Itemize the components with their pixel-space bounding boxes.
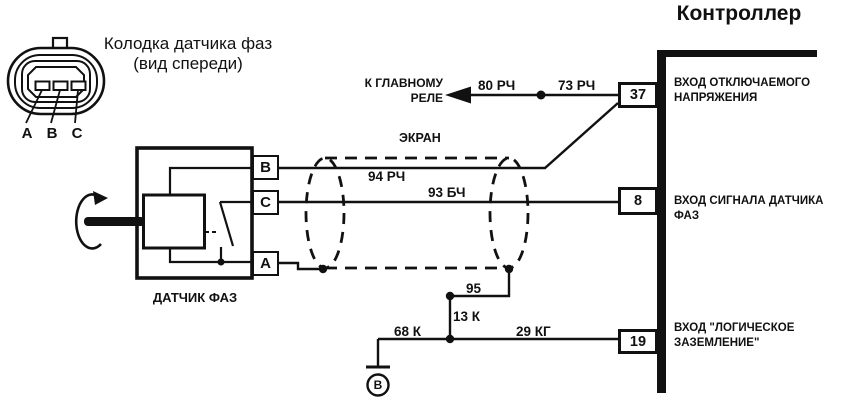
arrow-left-icon bbox=[445, 86, 471, 104]
junction-dot bbox=[445, 334, 455, 344]
splice-dot bbox=[536, 90, 546, 100]
sensor-drawing bbox=[74, 146, 254, 280]
ground-letter: B bbox=[373, 378, 383, 392]
rotation-arrowhead-icon bbox=[93, 191, 108, 205]
connector-label-b: B bbox=[46, 125, 58, 142]
pin-37-label: ВХОД ОТКЛЮЧАЕМОГО НАПРЯЖЕНИЯ bbox=[674, 77, 811, 104]
wire-label-94rch: 94 РЧ bbox=[368, 169, 406, 184]
wire-label-93bch: 93 БЧ bbox=[428, 185, 466, 200]
connector-title-line1: Колодка датчика фаз bbox=[103, 34, 273, 53]
controller-title: Контроллер bbox=[676, 2, 802, 25]
connector-title-line2: (вид спереди) bbox=[133, 54, 243, 73]
junction-dot bbox=[445, 291, 455, 301]
rotation-arrow-icon bbox=[74, 193, 102, 250]
shield-label: ЭКРАН bbox=[399, 131, 441, 145]
wire-a-to-shield bbox=[278, 261, 323, 271]
connector-pin-a bbox=[34, 80, 51, 91]
sensor-terminal-b: B bbox=[252, 155, 279, 180]
controller-pin-19: 19 bbox=[618, 329, 658, 354]
connector-label-c: C bbox=[71, 125, 83, 142]
wire-label-29kg: 29 КГ bbox=[516, 324, 551, 339]
wire-label-13k: 13 К bbox=[453, 309, 481, 324]
wire-label-80rch: 80 РЧ bbox=[478, 78, 516, 93]
switch-blade bbox=[218, 201, 235, 247]
wire-label-68k: 68 К bbox=[394, 324, 422, 339]
ground-net bbox=[366, 269, 618, 397]
controller-outline bbox=[657, 50, 817, 393]
wire-label-95: 95 bbox=[466, 281, 482, 296]
wire-label-73rch: 73 РЧ bbox=[558, 78, 596, 93]
sensor-label: ДАТЧИК ФАЗ bbox=[152, 290, 238, 305]
shield-ellipse-left bbox=[304, 156, 346, 270]
ground-point-icon bbox=[366, 373, 390, 397]
sensor-shaft bbox=[84, 217, 145, 226]
junction-dot bbox=[318, 264, 328, 274]
controller-pin-37: 37 bbox=[618, 82, 658, 108]
connector-pin-c bbox=[70, 80, 87, 91]
connector-label-a: A bbox=[21, 125, 33, 142]
shield-ellipse-right bbox=[488, 156, 530, 270]
controller-pin-8: 8 bbox=[618, 187, 658, 215]
sensor-terminal-a: A bbox=[252, 251, 279, 276]
sensor-rotor bbox=[142, 193, 206, 250]
pin-8-label: ВХОД СИГНАЛА ДАТЧИКА ФАЗ bbox=[674, 195, 824, 222]
shield-screen bbox=[304, 156, 530, 274]
sensor-terminal-c: C bbox=[252, 190, 279, 215]
pin-19-label: ВХОД "ЛОГИЧЕСКОЕ ЗАЗЕМЛЕНИЕ" bbox=[674, 322, 795, 349]
relay-wire bbox=[445, 86, 618, 104]
connector-pin-b bbox=[52, 80, 69, 91]
wire-94 bbox=[253, 102, 619, 170]
connector-title: Колодка датчика фаз (вид спереди) bbox=[93, 34, 283, 74]
connector-drawing bbox=[6, 36, 106, 124]
relay-label: К ГЛАВНОМУ РЕЛЕ bbox=[364, 76, 443, 105]
